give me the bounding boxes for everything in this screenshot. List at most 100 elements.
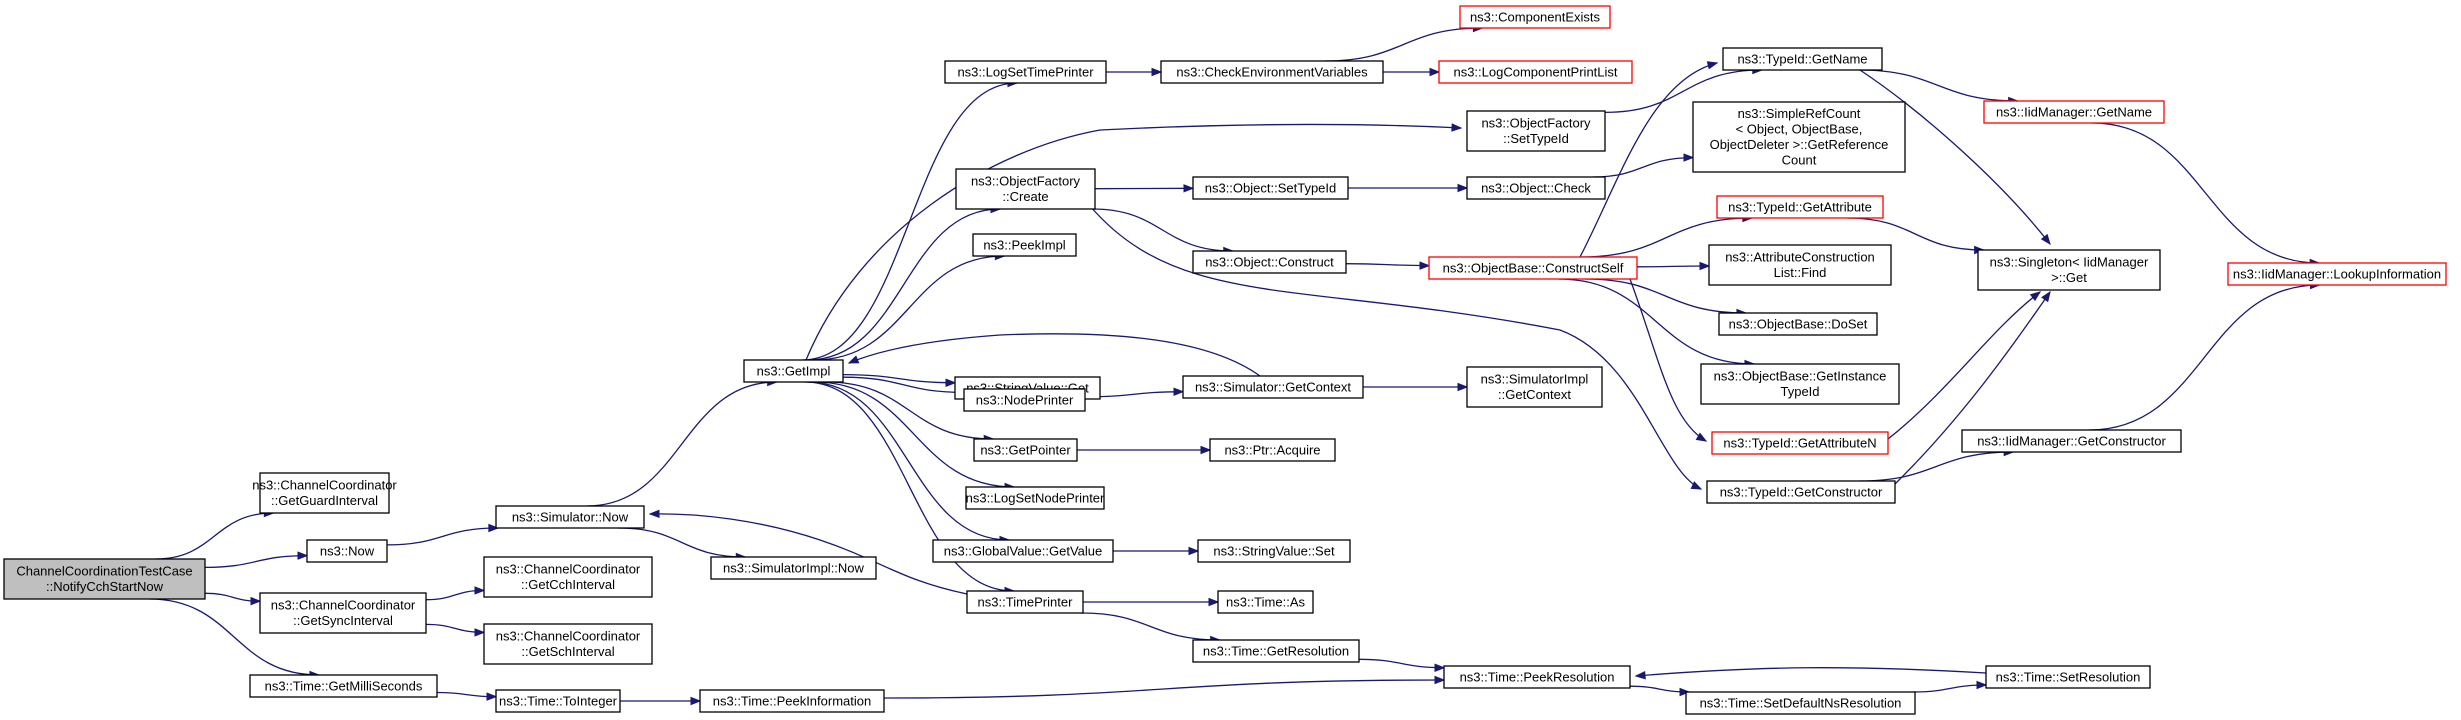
node-tidgetattrn[interactable]: ns3::TypeId::GetAttributeN <box>1711 431 1889 455</box>
call-edge-line <box>1636 265 1710 268</box>
node-label: ::GetSyncInterval <box>293 613 393 628</box>
node-label: ns3::GlobalValue::GetValue <box>944 543 1103 558</box>
node-timeprinter[interactable]: ns3::TimePrinter <box>966 590 1084 614</box>
node-obdoset[interactable]: ns3::ObjectBase::DoSet <box>1718 312 1878 336</box>
node-logsettp[interactable]: ns3::LogSetTimePrinter <box>944 60 1107 84</box>
call-edge-setdefres-to-timesetres <box>1913 680 1988 693</box>
call-edge-tidgetattrn-to-singleton <box>1887 291 2042 440</box>
node-nodeprinter[interactable]: ns3::NodePrinter <box>963 388 1086 412</box>
node-ptracquire[interactable]: ns3::Ptr::Acquire <box>1209 438 1336 462</box>
arrowhead-icon <box>1188 546 1200 556</box>
node-label: >::Get <box>2051 270 2087 285</box>
arrowhead-icon <box>250 596 262 606</box>
node-box <box>1685 691 1916 715</box>
node-simgetctx[interactable]: ns3::Simulator::GetContext <box>1182 375 1364 399</box>
node-box <box>955 168 1096 210</box>
node-label: ns3::Singleton< IidManager <box>1990 255 2149 270</box>
node-label: ns3::Object::SetTypeId <box>1205 180 1337 195</box>
call-edge-line <box>149 598 319 676</box>
node-box <box>483 556 653 598</box>
node-iidlookup[interactable]: ns3::IidManager::LookupInformation <box>2227 262 2447 286</box>
node-box <box>1459 5 1611 29</box>
node-getsync[interactable]: ns3::ChannelCoordinator::GetSyncInterval <box>259 592 427 634</box>
node-label: < Object, ObjectBase, <box>1736 122 1863 137</box>
node-iidgetctor[interactable]: ns3::IidManager::GetConstructor <box>1961 429 2182 453</box>
node-label: ns3::SimulatorImpl <box>1481 372 1589 387</box>
call-edge-objcheck-to-simplerefcount <box>1592 153 1695 178</box>
call-edge-line <box>1592 156 1694 178</box>
node-ofsettid[interactable]: ns3::ObjectFactory::SetTypeId <box>1466 110 1606 152</box>
arrowhead-icon <box>1208 597 1220 607</box>
node-label: ns3::Ptr::Acquire <box>1224 442 1320 457</box>
node-simplerefcount[interactable]: ns3::SimpleRefCount< Object, ObjectBase,… <box>1692 101 1906 173</box>
call-edge-line <box>2088 284 2320 431</box>
node-root[interactable]: ChannelCoordinationTestCase::NotifyCchSt… <box>3 558 206 600</box>
node-iidgetname[interactable]: ns3::IidManager::GetName <box>1983 100 2165 124</box>
node-tidgetattr[interactable]: ns3::TypeId::GetAttribute <box>1716 195 1884 219</box>
arrowhead-icon <box>1451 123 1463 132</box>
node-box <box>1160 60 1384 84</box>
call-edge-line <box>1629 278 1707 442</box>
node-label: ns3::IidManager::GetConstructor <box>1977 433 2166 448</box>
node-getcch[interactable]: ns3::ChannelCoordinator::GetCchInterval <box>483 556 653 598</box>
node-now[interactable]: ns3::Now <box>306 539 388 563</box>
node-box <box>1983 100 2165 124</box>
node-peekinfo[interactable]: ns3::Time::PeekInformation <box>699 689 885 713</box>
node-label: ns3::ObjectBase::ConstructSelf <box>1443 260 1624 275</box>
node-getmilli[interactable]: ns3::Time::GetMilliSeconds <box>249 674 438 698</box>
node-getimpl[interactable]: ns3::GetImpl <box>743 359 844 383</box>
node-objcheck[interactable]: ns3::Object::Check <box>1466 176 1606 200</box>
node-tointeger[interactable]: ns3::Time::ToInteger <box>495 689 621 713</box>
node-singleton[interactable]: ns3::Singleton< IidManager>::Get <box>1977 249 2161 291</box>
node-objsettid[interactable]: ns3::Object::SetTypeId <box>1192 176 1349 200</box>
node-getpointer[interactable]: ns3::GetPointer <box>973 438 1078 462</box>
node-label: ns3::TypeId::GetAttribute <box>1728 199 1872 214</box>
node-logcomplist[interactable]: ns3::LogComponentPrintList <box>1438 60 1633 84</box>
node-gvgetvalue[interactable]: ns3::GlobalValue::GetValue <box>932 539 1114 563</box>
node-getsch[interactable]: ns3::ChannelCoordinator::GetSchInterval <box>483 623 653 665</box>
node-label: ns3::Object::Check <box>1481 180 1591 195</box>
node-label: ns3::Time::GetResolution <box>1203 643 1349 658</box>
node-compexists[interactable]: ns3::ComponentExists <box>1459 5 1611 29</box>
call-edge-line <box>2091 122 2320 264</box>
call-edge-getsync-to-getcch <box>425 586 486 601</box>
node-ofcreate[interactable]: ns3::ObjectFactory::Create <box>955 168 1096 210</box>
call-edge-line <box>1635 667 1987 677</box>
call-edge-root-to-getguard <box>155 508 275 560</box>
node-getguard[interactable]: ns3::ChannelCoordinator::GetGuardInterva… <box>252 472 397 514</box>
node-timegetres[interactable]: ns3::Time::GetResolution <box>1192 639 1360 663</box>
node-strset[interactable]: ns3::StringValue::Set <box>1197 539 1351 563</box>
node-label: ns3::LogSetTimePrinter <box>957 64 1094 79</box>
call-edge-line <box>1358 658 1445 669</box>
node-simimplnow[interactable]: ns3::SimulatorImpl::Now <box>710 556 877 580</box>
node-box <box>699 689 885 713</box>
node-tidgetctor[interactable]: ns3::TypeId::GetConstructor <box>1706 480 1896 504</box>
node-setdefres[interactable]: ns3::Time::SetDefaultNsResolution <box>1685 691 1916 715</box>
node-tidgetname[interactable]: ns3::TypeId::GetName <box>1722 47 1883 71</box>
call-edge-line <box>805 123 1462 361</box>
node-checkenv[interactable]: ns3::CheckEnvironmentVariables <box>1160 60 1384 84</box>
arrowhead-icon <box>474 586 486 595</box>
node-obconstructself[interactable]: ns3::ObjectBase::ConstructSelf <box>1428 256 1638 280</box>
node-simnow[interactable]: ns3::Simulator::Now <box>495 505 645 529</box>
node-box <box>966 590 1084 614</box>
node-peekres[interactable]: ns3::Time::PeekResolution <box>1443 665 1631 689</box>
node-peekimpl[interactable]: ns3::PeekImpl <box>972 233 1077 257</box>
node-label: ns3::GetPointer <box>980 442 1071 457</box>
call-edge-line <box>1858 69 2018 102</box>
arrowhead-icon <box>1151 67 1163 77</box>
node-timesetres[interactable]: ns3::Time::SetResolution <box>1985 665 2151 689</box>
arrowhead-icon <box>1683 153 1695 162</box>
node-label: ns3::StringValue::Set <box>1213 543 1335 558</box>
node-timeas[interactable]: ns3::Time::As <box>1217 590 1314 614</box>
call-edge-ofcreate-to-tidgetctor <box>1089 205 1703 490</box>
node-label: ns3::ObjectBase::DoSet <box>1729 316 1868 331</box>
call-edge-timegetres-to-peekres <box>1358 658 1446 672</box>
node-objconstruct[interactable]: ns3::Object::Construct <box>1192 250 1347 274</box>
node-simimplgetctx[interactable]: ns3::SimulatorImpl::GetContext <box>1466 366 1603 408</box>
call-edge-line <box>586 381 777 507</box>
call-edge-line <box>1558 278 1755 365</box>
node-logsetnp[interactable]: ns3::LogSetNodePrinter <box>965 486 1105 510</box>
